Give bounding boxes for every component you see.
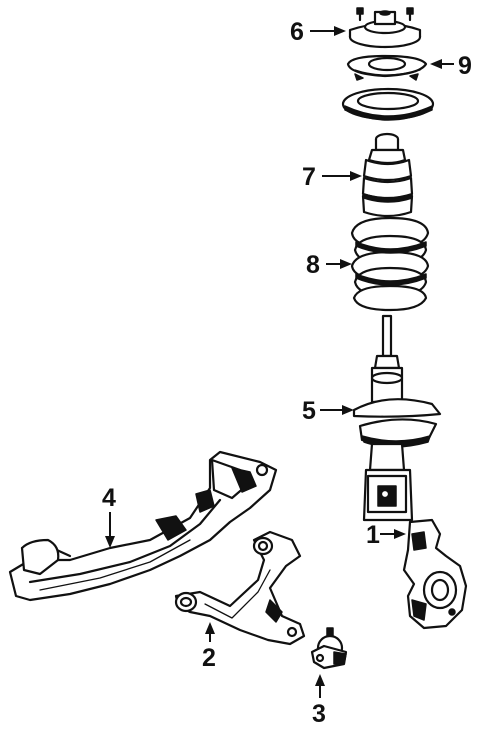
lower-control-arm-part	[174, 530, 306, 646]
callout-3-label: 3	[312, 700, 326, 728]
strut-part	[352, 314, 442, 522]
crossmember-part	[8, 450, 278, 602]
callout-4-label: 4	[102, 484, 116, 512]
callout-4-leader	[105, 512, 115, 548]
callout-6-label: 6	[290, 18, 304, 46]
strut-bearing-part	[346, 54, 428, 81]
callout-1-label: 1	[366, 521, 380, 549]
dust-boot-part	[361, 132, 414, 218]
callout-5-leader	[320, 405, 354, 415]
callout-8-leader	[326, 259, 352, 269]
callout-6-leader	[310, 26, 346, 36]
callout-5-label: 5	[302, 397, 316, 425]
callout-7-label: 7	[302, 163, 316, 191]
callout-2-leader	[205, 622, 215, 642]
callout-7-leader	[322, 171, 362, 181]
callout-9-leader	[430, 59, 454, 69]
strut-mount-part	[348, 7, 422, 49]
callout-9-label: 9	[458, 52, 472, 80]
callout-8-label: 8	[306, 251, 320, 279]
upper-spring-seat-part	[341, 87, 435, 121]
coil-spring-part	[350, 216, 430, 312]
steering-knuckle-part	[402, 518, 468, 630]
callout-3-leader	[315, 674, 325, 698]
callout-2-label: 2	[202, 644, 216, 672]
callout-1-leader	[380, 529, 406, 539]
ball-joint-part	[310, 627, 348, 670]
